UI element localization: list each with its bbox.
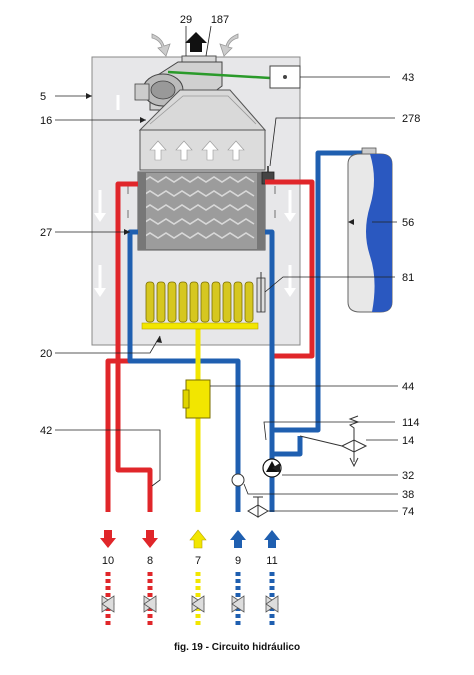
connection-label-8: 8: [147, 555, 153, 567]
connection-arrows: [100, 529, 280, 549]
expansion-vessel: [347, 147, 393, 313]
callout-81: 81: [402, 272, 414, 284]
ignition-electrode: [256, 272, 266, 313]
callout-114: 114: [402, 417, 420, 429]
inlet-air-arrows: [151, 33, 239, 57]
callout-27: 27: [40, 227, 52, 239]
gas-valve: [185, 379, 211, 419]
heat-exchanger: [137, 171, 266, 251]
callout-42: 42: [40, 425, 52, 437]
callout-56: 56: [402, 217, 414, 229]
callout-14: 14: [402, 435, 414, 447]
callout-187: 187: [211, 14, 229, 26]
callout-278: 278: [402, 113, 420, 125]
connection-label-7: 7: [195, 555, 201, 567]
pressure-tube: [167, 70, 271, 80]
burner: [141, 281, 259, 330]
callout-44: 44: [402, 381, 414, 393]
stub-valves: [101, 595, 279, 613]
callout-32: 32: [402, 470, 414, 482]
air-flow-arrows: [98, 95, 292, 290]
connection-label-9: 9: [235, 555, 241, 567]
callout-29: 29: [180, 14, 192, 26]
figure-caption: fig. 19 - Circuito hidráulico: [174, 642, 300, 653]
callout-5: 5: [40, 91, 46, 103]
callout-38: 38: [402, 489, 414, 501]
callout-16: 16: [40, 115, 52, 127]
pressure-gauge: [231, 473, 245, 487]
callout-20: 20: [40, 348, 52, 360]
leader-lines: [55, 25, 398, 512]
exhaust-arrow: [185, 32, 207, 52]
leader-arrowheads: [86, 93, 354, 473]
filling-tap: [247, 496, 269, 518]
callout-74: 74: [402, 506, 414, 518]
connection-stubs: [105, 572, 275, 628]
cold-water-pipes: [127, 150, 368, 512]
connection-label-10: 10: [102, 555, 114, 567]
safety-valve: [340, 415, 368, 468]
callout-43: 43: [402, 72, 414, 84]
connection-label-11: 11: [266, 555, 277, 567]
